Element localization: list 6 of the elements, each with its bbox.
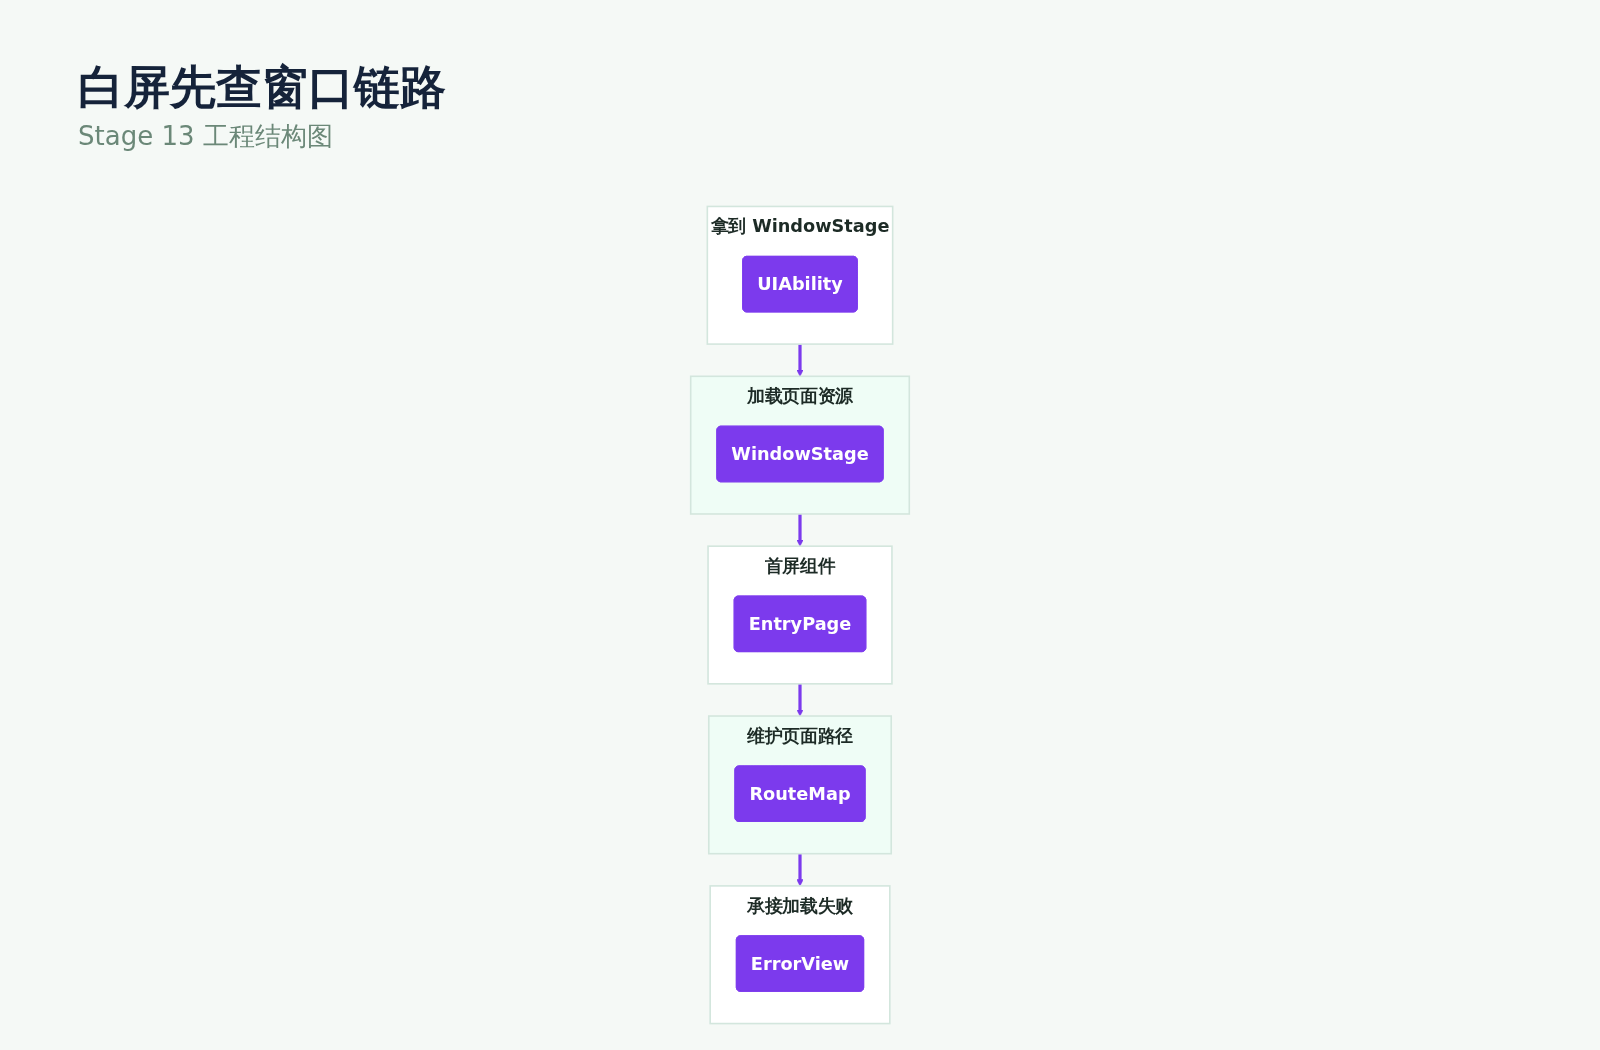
subtitle-text: Stage 13 工程结构图 [78,120,333,154]
arrow [796,344,804,377]
diagram-title: 白屏先查窗口链路 [78,60,446,116]
arrow [796,853,804,887]
arrow [796,513,804,547]
arrow [796,683,804,717]
